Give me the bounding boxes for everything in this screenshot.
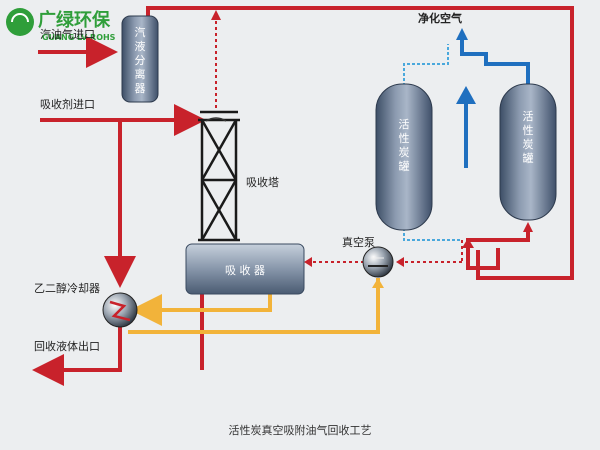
absorber-tower-label: 吸收塔 <box>246 175 279 189</box>
outlet-line <box>32 325 122 386</box>
separator-char: 分 <box>135 54 146 67</box>
clean-air-line <box>460 36 530 84</box>
separator-char: 离 <box>135 67 146 81</box>
tank-left-char: 性 <box>399 131 410 145</box>
top-return-line <box>146 6 574 280</box>
glycol-cooler <box>102 292 138 328</box>
feed-inlet-label: 汽油气进口 <box>40 27 95 41</box>
tank-bottom-line <box>466 230 530 270</box>
absorber-vessel: 吸 收 器 <box>185 243 305 295</box>
tank-left-char: 罐 <box>399 160 410 173</box>
spray-nozzle-icon <box>205 117 227 122</box>
recovered-liquid-outlet-label: 回收液体出口 <box>34 339 100 353</box>
clean-air-label: 净化空气 <box>418 11 462 25</box>
separator-char: 汽 <box>135 25 146 39</box>
up-arrow-icon <box>523 222 533 232</box>
up-arrow-icon <box>456 28 468 40</box>
tank-left-char: 炭 <box>399 146 410 159</box>
vacuum-pump-label: 真空泵 <box>342 235 375 249</box>
tank-left-bottom-dotted <box>403 228 462 241</box>
return-lines <box>128 278 380 334</box>
vacuum-pump <box>362 246 394 278</box>
separator-vessel: 汽 液 分 离 器 <box>121 15 159 103</box>
carbon-tank-right: 活 性 炭 罐 <box>499 83 557 221</box>
tank-left-vent-dotted <box>403 44 449 86</box>
logo-mark-icon <box>6 8 34 36</box>
tank-right-char: 罐 <box>523 152 534 165</box>
clean-lines <box>460 36 530 168</box>
dotted-red-lines <box>215 16 463 263</box>
separator-char: 器 <box>135 82 146 95</box>
tank-left-char: 活 <box>399 118 410 131</box>
up-arrow-icon <box>456 86 476 104</box>
logo-text: 广绿环保 <box>38 9 111 31</box>
separator-char: 液 <box>135 39 146 53</box>
coil-icon <box>109 300 131 322</box>
left-arrow-icon <box>396 257 404 267</box>
up-arrow-icon <box>372 278 384 288</box>
absorber-to-cooler-line <box>130 292 272 326</box>
absorber-label: 吸 收 器 <box>225 263 265 277</box>
left-arrow-icon <box>304 257 312 267</box>
tank-right-char: 性 <box>523 123 534 137</box>
tank-right-char: 活 <box>523 110 534 123</box>
pump-to-cooler-line <box>128 278 380 334</box>
logo: 广绿环保 GUANG LV ROHS <box>6 8 116 42</box>
up-arrow-icon <box>462 238 474 248</box>
tank-right-char: 炭 <box>523 138 534 151</box>
absorbent-inlet-label: 吸收剂进口 <box>40 97 95 111</box>
absorber-tower <box>198 110 240 242</box>
dotted-blue-lines <box>403 44 462 241</box>
logo-subtext: GUANG LV ROHS <box>42 33 116 42</box>
glycol-cooler-label: 乙二醇冷却器 <box>34 281 100 295</box>
diagram-caption: 活性炭真空吸附油气回收工艺 <box>229 423 372 437</box>
carbon-tank-left: 活 性 炭 罐 <box>375 83 433 231</box>
up-arrow-icon <box>211 10 221 20</box>
